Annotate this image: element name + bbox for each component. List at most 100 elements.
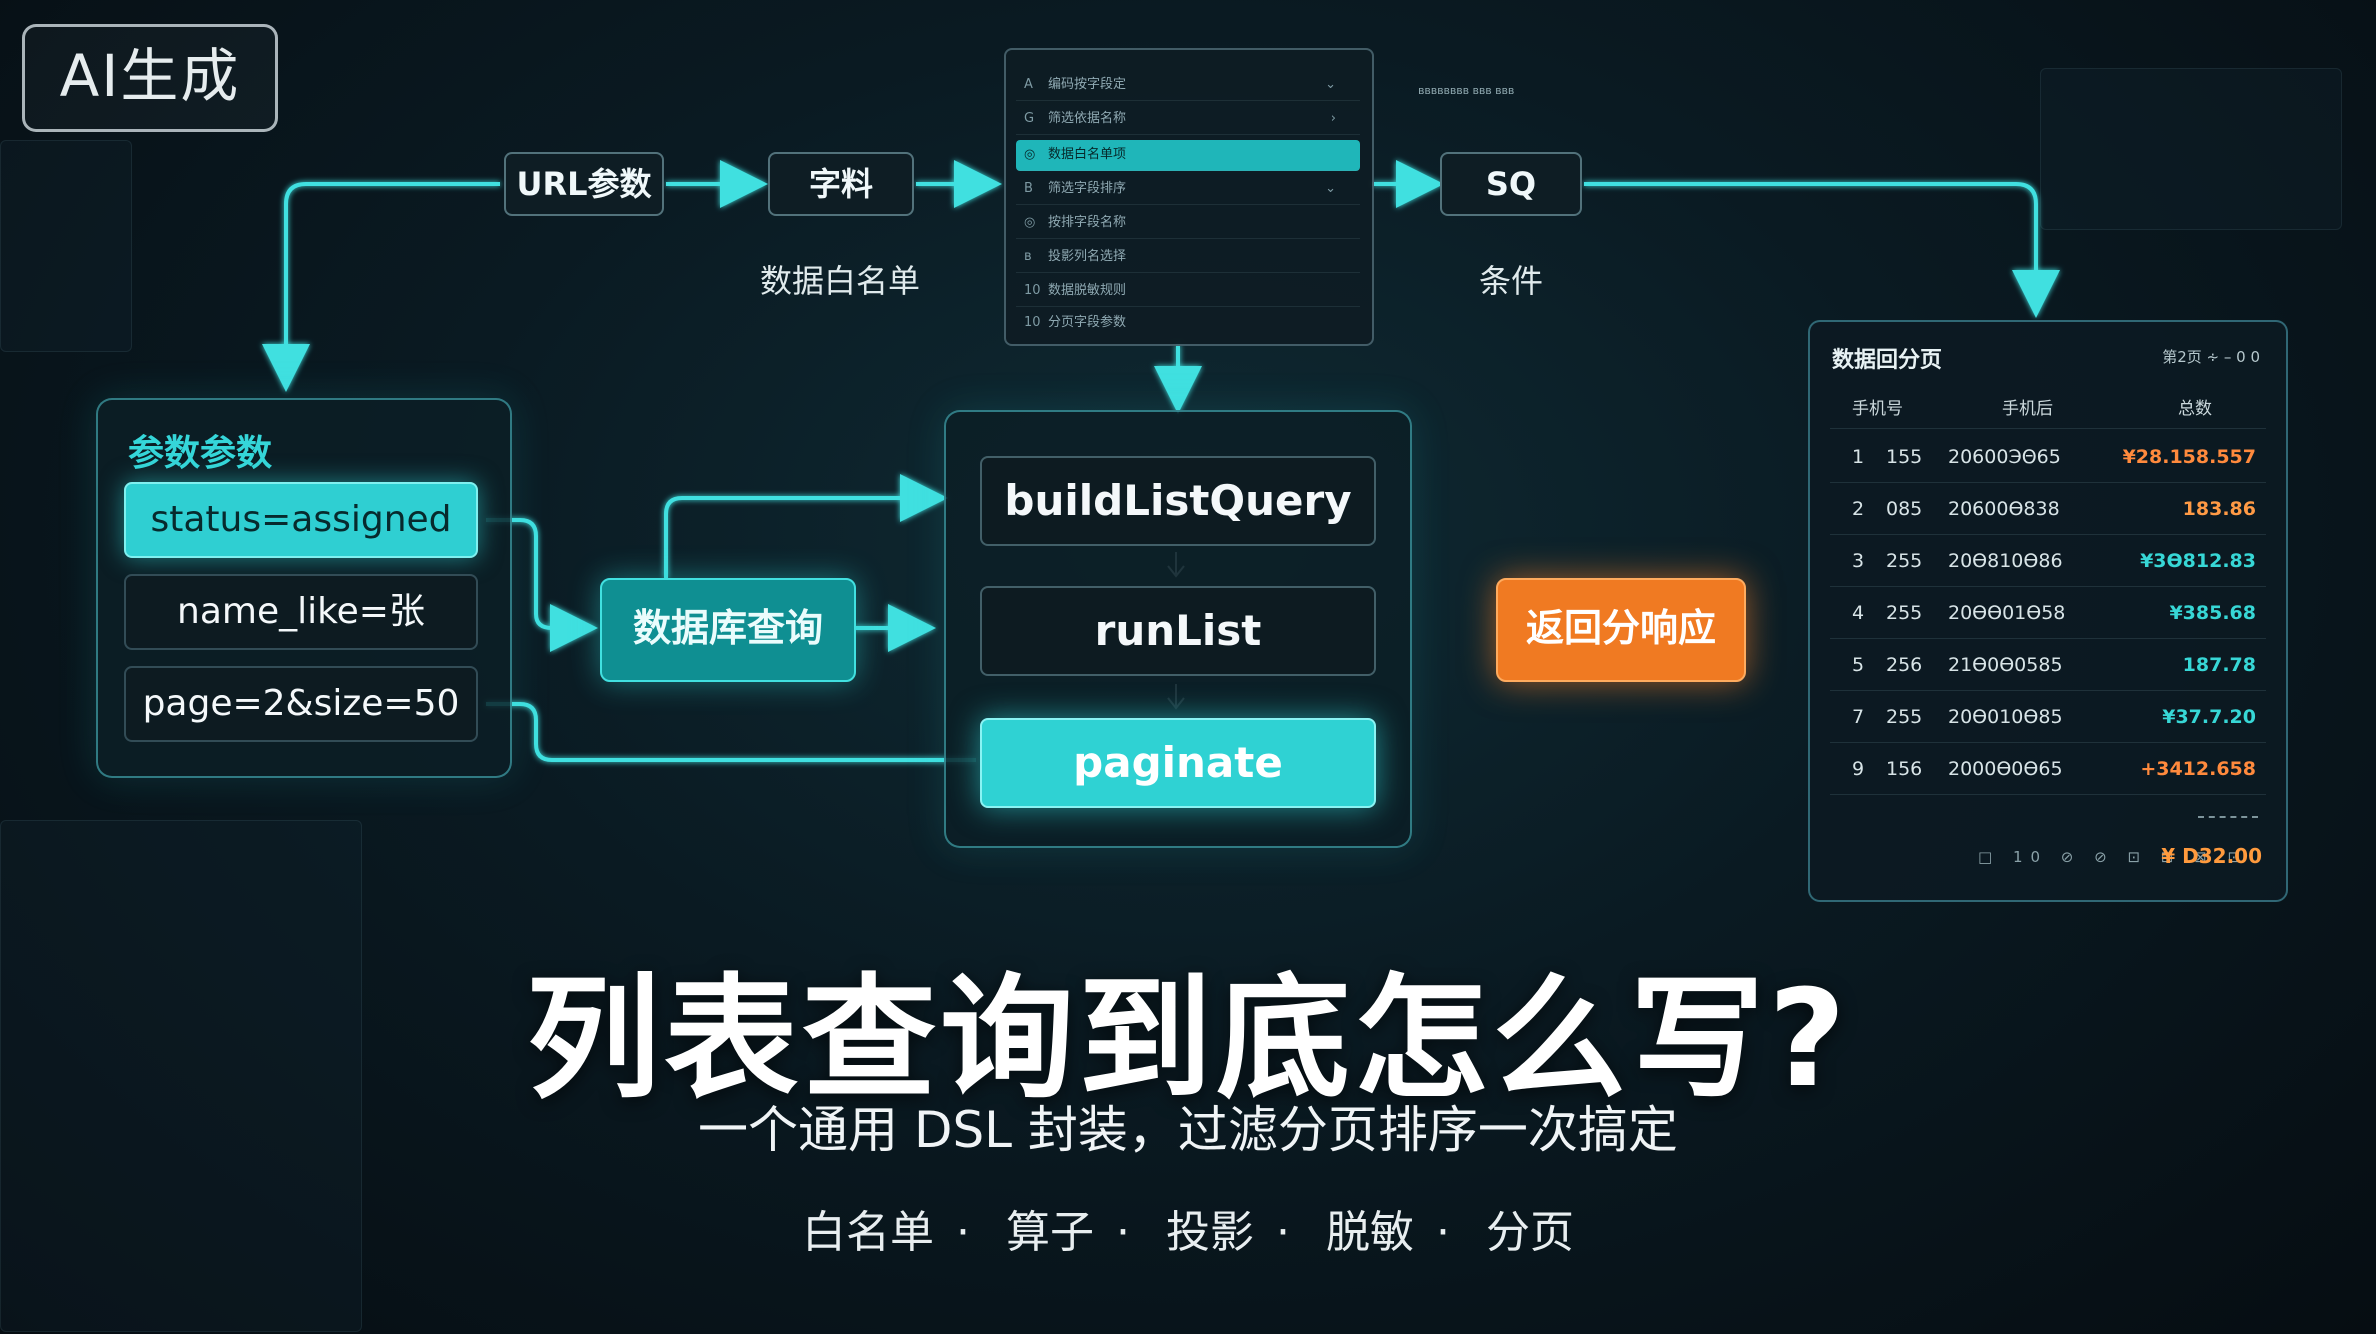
table-cell-amount: ¥3Ѳ812.83	[2140, 550, 2256, 572]
table-cell-no: 2	[1852, 498, 1865, 520]
table-cell-amount: ¥28.158.557	[2122, 446, 2256, 468]
tag-pagination: 分页	[1486, 1207, 1574, 1258]
param-status[interactable]: status=assigned	[124, 482, 478, 558]
menu-item-icon: A	[1024, 77, 1033, 92]
tag-separator: ·	[1116, 1207, 1130, 1258]
bg-panel-left-bottom	[0, 820, 362, 1332]
ai-generated-badge: AI生成	[22, 24, 278, 132]
param-name-like[interactable]: name_like=张	[124, 574, 478, 650]
feature-tags: 白名单 · 算子 · 投影 · 脱敏 · 分页	[0, 1196, 2376, 1260]
headline: 列表查询到底怎么写?	[526, 961, 1850, 1117]
tag-masking: 脱敏	[1326, 1207, 1414, 1258]
table-cell-code: 255	[1886, 706, 1923, 728]
chevron-right-icon: ›	[1330, 111, 1336, 126]
table-row[interactable]: 4 255 20ѲѲ01Ѳ58 ¥385.68	[1830, 586, 2266, 639]
table-cell-date: 21Ѳ0Ѳ0585	[1948, 654, 2063, 676]
tag-separator: ·	[1276, 1207, 1290, 1258]
table-cell-date: 20600ЭΘ65	[1948, 446, 2061, 468]
table-cell-code: 255	[1886, 550, 1923, 572]
table-cell-no: 1	[1852, 446, 1865, 468]
wire-db-to-build	[664, 474, 948, 578]
table-divider	[2198, 816, 2258, 818]
condition-caption: 条件	[1478, 262, 1543, 300]
table-cell-no: 9	[1852, 758, 1865, 780]
result-table-pager[interactable]: 第2页 ∻ – 0 0	[2162, 348, 2260, 366]
chevron-down-icon: ⌄	[1325, 77, 1336, 92]
tag-separator: ·	[956, 1207, 970, 1258]
wire-url-to-params	[262, 182, 500, 392]
table-cell-amount: ¥385.68	[2169, 602, 2256, 624]
tag-whitelist: 白名单	[802, 1207, 934, 1258]
menu-item-icon: ◎	[1024, 215, 1036, 230]
table-total: ¥ D32.00	[2161, 844, 2262, 868]
table-cell-date: 20Ѳ810Ѳ86	[1948, 550, 2063, 572]
bg-panel-right-top	[2040, 68, 2342, 230]
params-panel: 参数参数 status=assigned name_like=张 page=2&…	[96, 398, 512, 778]
menu-item-icon: B	[1024, 181, 1033, 196]
menu-item-icon: ◎	[1024, 147, 1036, 162]
table-cell-amount: ¥37.7.20	[2162, 706, 2256, 728]
subheadline: 一个通用 DSL 封装，过滤分页排序一次搞定	[698, 1101, 1678, 1159]
table-row[interactable]: 2 085 20600Ѳ838 183.86	[1830, 482, 2266, 535]
wire-sql-to-table	[1584, 182, 2060, 318]
return-response-node[interactable]: 返回分响应	[1496, 578, 1746, 682]
table-header: 总数	[2178, 399, 2212, 419]
chevron-down-icon: ⌄	[1325, 181, 1336, 196]
top-small-label: ʙʙʙʙʙʙʙʙ ʙʙʙ ʙʙʙ	[1418, 84, 1515, 97]
params-panel-title: 参数参数	[128, 433, 273, 474]
db-query-node[interactable]: 数据库查询	[600, 578, 856, 682]
param-page-size[interactable]: page=2&size=50	[124, 666, 478, 742]
table-cell-code: 256	[1886, 654, 1923, 676]
table-cell-code: 085	[1886, 498, 1923, 520]
menu-item[interactable]: ◎按排字段名称	[1016, 208, 1360, 239]
sql-node[interactable]: SQ	[1440, 152, 1582, 216]
url-params-node[interactable]: URL参数	[504, 152, 664, 216]
table-header-row: 手机号 手机后 总数	[1830, 382, 2266, 429]
result-table-title: 数据回分页	[1832, 348, 1943, 373]
table-cell-no: 5	[1852, 654, 1865, 676]
table-cell-date: 20600Ѳ838	[1948, 498, 2060, 520]
whitelist-caption: 数据白名单	[759, 262, 920, 300]
table-cell-code: 156	[1886, 758, 1923, 780]
paginate-step[interactable]: paginate	[980, 718, 1376, 808]
table-cell-amount: 187.78	[2182, 654, 2256, 676]
tag-operator: 算子	[1006, 1207, 1094, 1258]
run-list-step[interactable]: runList	[980, 586, 1376, 676]
bg-panel-left-top	[0, 140, 132, 352]
menu-item-icon: 10	[1024, 283, 1041, 298]
table-cell-no: 7	[1852, 706, 1865, 728]
pagination-icons[interactable]: □ 10 ⊘ ⊘ ⊡ ⊟ ⊠ ⊡	[1978, 848, 2249, 866]
table-cell-date: 20ѲѲ01Ѳ58	[1948, 602, 2066, 624]
table-cell-no: 4	[1852, 602, 1865, 624]
tag-separator: ·	[1436, 1207, 1450, 1258]
table-row[interactable]: 7 255 20Ѳ010Ѳ85 ¥37.7.20	[1830, 690, 2266, 743]
table-cell-code: 255	[1886, 602, 1923, 624]
tag-projection: 投影	[1166, 1207, 1254, 1258]
table-cell-amount: +3412.658	[2140, 758, 2256, 780]
table-row[interactable]: 5 256 21Ѳ0Ѳ0585 187.78	[1830, 638, 2266, 691]
table-header: 手机号	[1852, 399, 1903, 419]
table-header: 手机后	[2002, 399, 2053, 419]
result-table-panel: 数据回分页 第2页 ∻ – 0 0 手机号 手机后 总数 1 155 20600ЭΘ…	[1808, 320, 2288, 902]
pipeline-panel: buildListQuery runList paginate	[944, 410, 1412, 848]
menu-item-icon: G	[1024, 111, 1035, 126]
table-cell-code: 155	[1886, 446, 1923, 468]
table-cell-date: 20Ѳ010Ѳ85	[1948, 706, 2063, 728]
field-node[interactable]: 字料	[768, 152, 914, 216]
wire-page-to-paginate	[486, 702, 976, 762]
menu-item-selected[interactable]: ◎数据白名单项	[1016, 140, 1360, 171]
build-list-query-step[interactable]: buildListQuery	[980, 456, 1376, 546]
table-row[interactable]: 1 155 20600ЭΘ65 ¥28.158.557	[1830, 430, 2266, 483]
wire-status-to-db	[486, 518, 598, 652]
table-cell-amount: 183.86	[2182, 498, 2256, 520]
